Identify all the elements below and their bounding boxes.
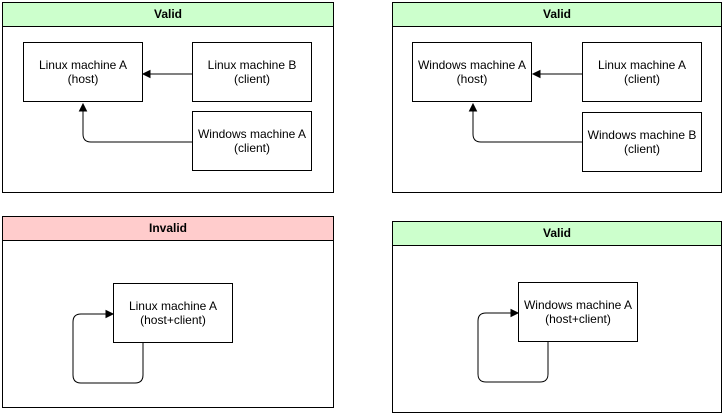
node-role: (client)	[623, 72, 660, 86]
node-name: Linux machine A	[38, 58, 128, 72]
connector-arrows	[78, 69, 192, 143]
node-role: (client)	[623, 142, 660, 156]
node-client: Linux machine B (client)	[192, 42, 312, 102]
arrowhead	[141, 69, 151, 79]
node-name: Linux machine A	[597, 58, 687, 72]
node-role: (host)	[67, 72, 99, 86]
connector-self-loop	[477, 309, 549, 383]
node-client: Windows machine A (client)	[192, 111, 312, 171]
connector-self-loop	[72, 310, 144, 384]
node-role: (client)	[233, 141, 270, 155]
node-role: (host+client)	[545, 312, 611, 326]
node-role: (host)	[456, 72, 488, 86]
node-host-client: Windows machine A (host+client)	[518, 282, 638, 342]
node-name: Linux machine A	[128, 299, 218, 313]
connector-windows-b-to-windows-a	[472, 111, 582, 143]
node-name: Linux machine B	[207, 58, 297, 72]
arrowhead	[105, 309, 115, 319]
node-host-client: Linux machine A (host+client)	[113, 283, 233, 343]
node-role: (host+client)	[140, 313, 206, 327]
connector-arrows	[72, 309, 144, 384]
panel-status-header: Invalid	[3, 217, 333, 241]
node-name: Windows machine A	[523, 298, 633, 312]
node-host: Linux machine A (host)	[23, 42, 143, 102]
diagram-panel-2: Valid Windows machine A (host) Linux mac…	[392, 2, 722, 193]
arrowhead	[510, 308, 520, 318]
panel-status-header: Valid	[393, 3, 721, 27]
arrowhead	[468, 102, 478, 112]
panel-status-header: Valid	[393, 222, 721, 246]
arrowhead	[531, 69, 541, 79]
diagram-panel-3: Invalid Linux machine A (host+client)	[2, 216, 334, 408]
node-role: (client)	[233, 72, 270, 86]
connector-arrows	[477, 308, 549, 383]
node-client: Windows machine B (client)	[582, 112, 702, 172]
node-name: Windows machine B	[587, 128, 697, 142]
node-host: Windows machine A (host)	[412, 42, 532, 102]
connector-arrows	[468, 69, 582, 143]
node-client: Linux machine A (client)	[582, 42, 702, 102]
diagram-panel-1: Valid Linux machine A (host) Linux machi…	[2, 2, 334, 193]
node-name: Windows machine A	[197, 127, 307, 141]
connector-windows-a-to-linux-a	[82, 111, 192, 143]
diagram-panel-4: Valid Windows machine A (host+client)	[392, 221, 722, 413]
node-name: Windows machine A	[417, 58, 527, 72]
panel-status-header: Valid	[3, 3, 333, 27]
arrowhead	[78, 102, 88, 112]
